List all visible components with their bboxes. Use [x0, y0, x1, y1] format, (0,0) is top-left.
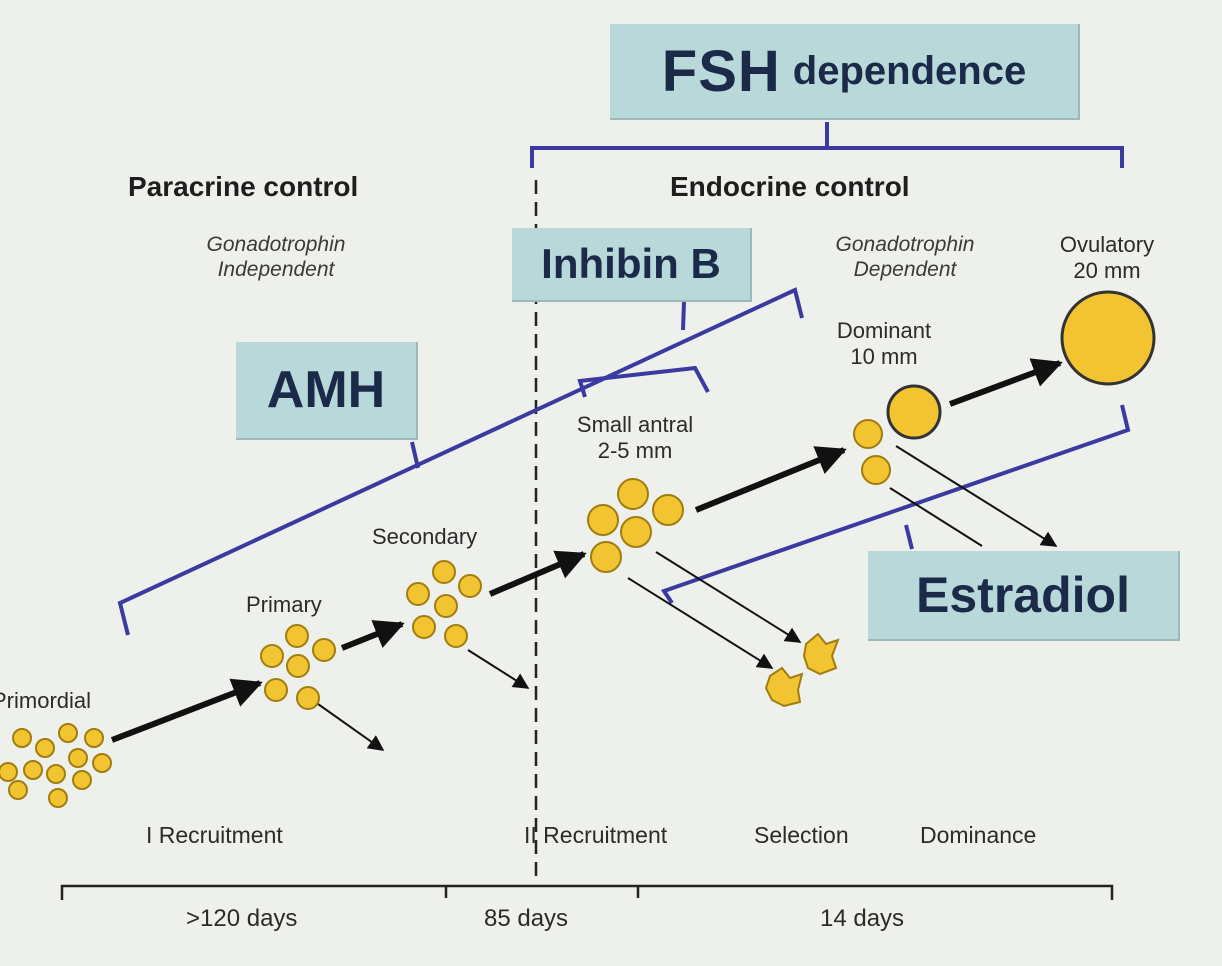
primordial-label: Primordial: [0, 688, 92, 713]
small-antral-label: Small antral 2-5 mm: [550, 412, 720, 464]
estradiol-box: Estradiol: [868, 551, 1180, 641]
duration-over-120-days: >120 days: [186, 905, 298, 932]
secondary-label: Secondary: [372, 524, 478, 549]
endocrine-control-heading: Endocrine control: [670, 171, 910, 202]
arrow-primordial-to-primary: [110, 678, 263, 743]
atresia-arrow-primary: [317, 703, 385, 751]
estradiol-bracket: [660, 404, 1131, 605]
arrow-primary-to-secondary: [340, 620, 405, 651]
paracrine-note-line2: Independent: [217, 258, 335, 281]
endocrine-note: Gonadotrophin Dependent: [800, 232, 1010, 282]
fsh-label: FSH: [661, 38, 781, 104]
ovulatory-label: Ovulatory 20 mm: [1040, 232, 1174, 284]
small-antral-line1: Small antral: [576, 412, 694, 437]
paracrine-note-line1: Gonadotrophin: [206, 233, 346, 256]
inhibin-bracket: [577, 301, 710, 398]
atresia-arrow-secondary: [467, 649, 530, 689]
dominant-line1: Dominant: [836, 318, 932, 343]
amh-box: AMH: [236, 342, 418, 440]
amh-bracket: [117, 287, 804, 636]
arrow-secondary-to-antral: [488, 550, 587, 597]
ovulatory-line1: Ovulatory: [1059, 232, 1155, 257]
small-antral-line2: 2-5 mm: [597, 438, 673, 463]
paracrine-note: Gonadotrophin Independent: [176, 232, 376, 282]
fsh-dependence-box: FSH dependence: [610, 24, 1080, 120]
dominance-label: Dominance: [920, 822, 1037, 848]
primordial-follicles: [0, 723, 112, 808]
dominant-label: Dominant 10 mm: [818, 318, 950, 370]
endocrine-note-line1: Gonadotrophin: [835, 233, 975, 256]
duration-14-days: 14 days: [820, 905, 905, 932]
duration-85-days: 85 days: [484, 905, 569, 932]
ovulatory-line2: 20 mm: [1073, 258, 1141, 283]
atresia-arrow-selection-1: [895, 445, 1058, 547]
primary-follicles: [260, 624, 336, 710]
ovulatory-follicle: [1060, 290, 1156, 386]
selection-label: Selection: [754, 822, 849, 848]
primary-label: Primary: [246, 592, 322, 617]
atretic-follicle-2: [764, 666, 804, 708]
recruitment-2-label: II Recruitment: [524, 822, 668, 848]
recruitment-1-label: I Recruitment: [146, 822, 283, 848]
atresia-arrow-antral-1: [655, 551, 802, 643]
arrow-antral-to-selection: [694, 446, 847, 513]
secondary-follicles: [406, 560, 482, 648]
fsh-bracket: [530, 122, 1124, 168]
arrow-dominant-to-ovulatory: [948, 358, 1063, 407]
timeline-axis: [60, 884, 1114, 900]
atresia-arrow-antral-2: [627, 577, 774, 669]
dominant-follicle: [886, 384, 942, 440]
fsh-dependence-label: dependence: [792, 48, 1027, 93]
selection-follicles: [853, 419, 891, 485]
small-antral-follicles: [587, 478, 684, 573]
inhibin-b-box: Inhibin B: [512, 228, 752, 302]
atretic-follicle-1: [802, 632, 840, 676]
paracrine-control-heading: Paracrine control: [128, 171, 359, 202]
dominant-line2: 10 mm: [850, 344, 918, 369]
atresia-arrow-selection-2: [889, 487, 983, 547]
endocrine-note-line2: Dependent: [853, 258, 957, 281]
